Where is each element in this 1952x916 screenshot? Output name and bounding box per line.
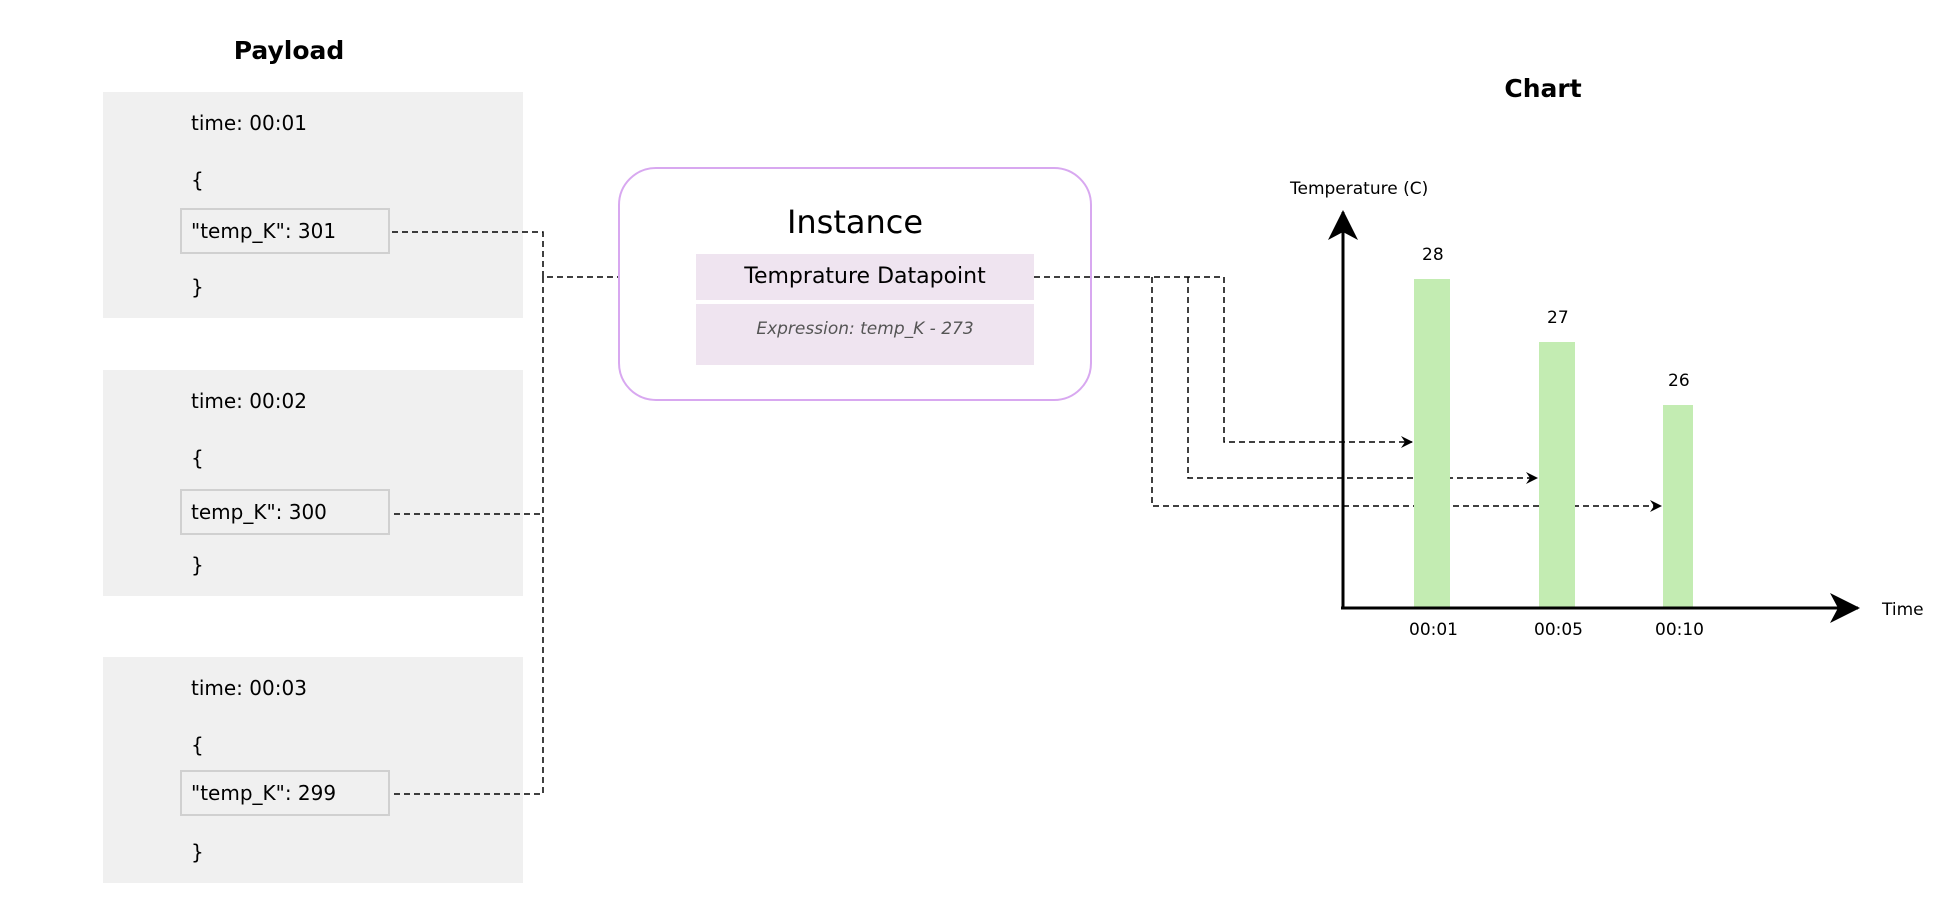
x-tick-label: 00:10 xyxy=(1655,620,1704,640)
bar-value-label: 26 xyxy=(1668,371,1690,391)
connector-to-bar-1 xyxy=(1034,276,1413,448)
bar-00:10 xyxy=(1663,405,1693,607)
instance-title: Instance xyxy=(786,203,924,241)
payload-time: time: 00:03 xyxy=(191,676,307,700)
connector-payload-1 xyxy=(392,231,618,278)
payload-open-brace: { xyxy=(191,446,204,470)
payload-message-3: time: 00:03 { "temp_K": 299 } xyxy=(103,657,523,883)
bar-value-label: 27 xyxy=(1547,308,1569,328)
x-tick-label: 00:01 xyxy=(1409,620,1458,640)
bar-value-label: 28 xyxy=(1422,245,1444,265)
connector-to-bar-2 xyxy=(1187,277,1538,484)
payload-time: time: 00:02 xyxy=(191,389,307,413)
x-axis-label: Time xyxy=(1882,600,1924,620)
payload-message-2: time: 00:02 { temp_K": 300 } xyxy=(103,370,523,596)
payload-time: time: 00:01 xyxy=(191,111,307,135)
payload-open-brace: { xyxy=(191,733,204,757)
y-axis-label: Temperature (C) xyxy=(1290,179,1429,199)
datapoint-name[interactable]: Temprature Datapoint xyxy=(696,254,1034,300)
payload-close-brace: } xyxy=(191,275,204,299)
payload-field[interactable]: "temp_K": 299 xyxy=(180,770,390,816)
payload-field-text: "temp_K": 301 xyxy=(191,219,337,243)
payload-open-brace: { xyxy=(191,168,204,192)
connector-to-bar-3 xyxy=(1151,277,1662,512)
payload-field[interactable]: temp_K": 300 xyxy=(180,489,390,535)
payload-close-brace: } xyxy=(191,553,204,577)
payload-field-text: "temp_K": 299 xyxy=(191,781,337,805)
payload-message-1: time: 00:01 { "temp_K": 301 } xyxy=(103,92,523,318)
instance-node[interactable]: Instance Temprature Datapoint Expression… xyxy=(618,167,1092,401)
connector-payload-3 xyxy=(394,277,544,795)
bar-00:05 xyxy=(1539,342,1575,607)
x-tick-label: 00:05 xyxy=(1534,620,1583,640)
payload-close-brace: } xyxy=(191,840,204,864)
payload-field[interactable]: "temp_K": 301 xyxy=(180,208,390,254)
datapoint-expression: Expression: temp_K - 273 xyxy=(696,304,1034,365)
payload-field-text: temp_K": 300 xyxy=(191,500,327,524)
chart-title: Chart xyxy=(1504,74,1582,103)
payload-title: Payload xyxy=(233,36,345,65)
bar-00:01 xyxy=(1414,279,1450,607)
